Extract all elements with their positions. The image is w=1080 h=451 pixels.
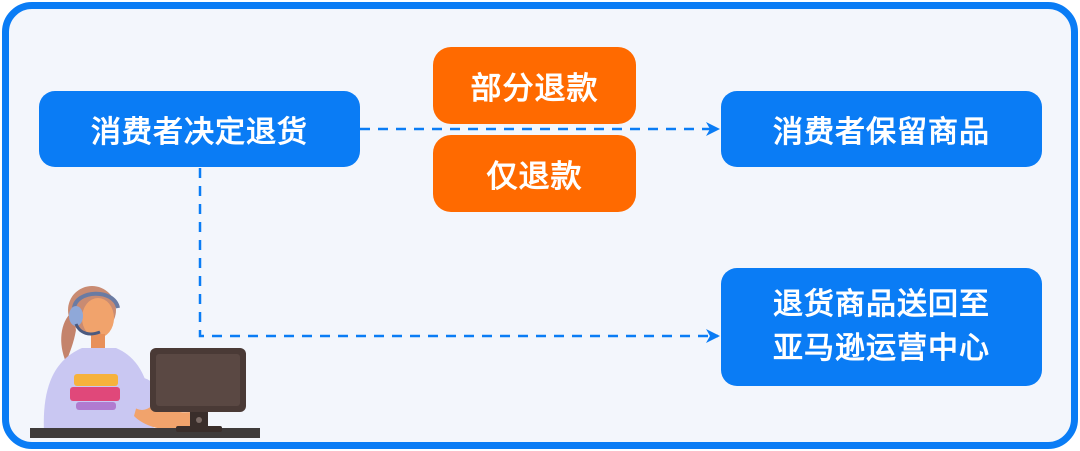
connector-to-return-center — [198, 168, 720, 343]
node-return-center: 退货商品送回至 亚马逊运营中心 — [721, 268, 1042, 386]
node-partial-refund: 部分退款 — [433, 47, 636, 124]
node-decision: 消费者决定退货 — [39, 91, 360, 167]
headset-icon — [69, 306, 83, 326]
node-refund-only: 仅退款 — [433, 135, 636, 212]
node-partial-refund-label: 部分退款 — [470, 71, 599, 107]
customer-service-agent-illustration — [30, 286, 260, 438]
computer-monitor-icon — [150, 348, 246, 432]
node-refund-only-label: 仅退款 — [486, 159, 583, 195]
node-keep-goods: 消费者保留商品 — [721, 91, 1042, 167]
node-return-center-line2: 亚马逊运营中心 — [773, 331, 990, 366]
node-keep-goods-label: 消费者保留商品 — [773, 115, 990, 150]
node-return-center-line1: 退货商品送回至 — [773, 287, 990, 322]
node-decision-label: 消费者决定退货 — [91, 115, 308, 150]
